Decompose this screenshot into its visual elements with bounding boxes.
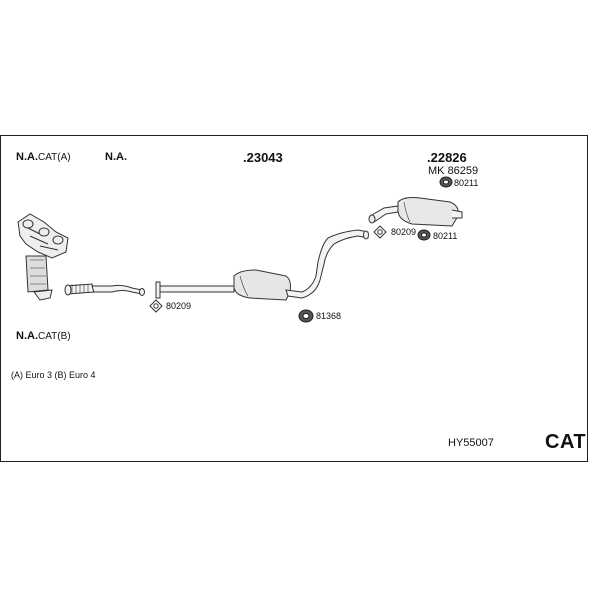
part-number-rear: .22826 — [427, 150, 467, 165]
gasket-rear-number: 80209 — [391, 227, 417, 237]
mount-rear-a-drawing — [439, 176, 453, 188]
header-col1-label: N.A.CAT(A) — [16, 151, 71, 163]
front-flex-pipe-drawing — [64, 283, 145, 296]
catalytic-converter-manifold-drawing — [17, 213, 69, 301]
diagram-frame — [0, 135, 588, 462]
gasket-front-drawing — [149, 299, 163, 313]
legend-note: (A) Euro 3 (B) Euro 4 — [11, 370, 96, 380]
kit-code: HY55007 — [448, 437, 494, 449]
lower-left-label: N.A.CAT(B) — [16, 330, 71, 342]
header-col2-label: N.A. — [105, 151, 127, 163]
gasket-front-number: 80209 — [166, 301, 192, 311]
mount-rear-b-number: 80211 — [433, 231, 458, 241]
part-number-main: .23043 — [243, 150, 283, 165]
category-label: CAT — [545, 431, 587, 453]
mount-rear-b-drawing — [417, 229, 431, 241]
rear-silencer-drawing — [368, 197, 463, 227]
mk-reference: MK 86259 — [428, 165, 479, 177]
mount-rear-a-number: 80211 — [454, 178, 479, 188]
mount-front-number: 81368 — [316, 311, 342, 321]
mount-front-drawing — [298, 309, 314, 323]
gasket-rear-drawing — [373, 225, 387, 239]
middle-silencer-pipe-drawing — [155, 229, 369, 301]
